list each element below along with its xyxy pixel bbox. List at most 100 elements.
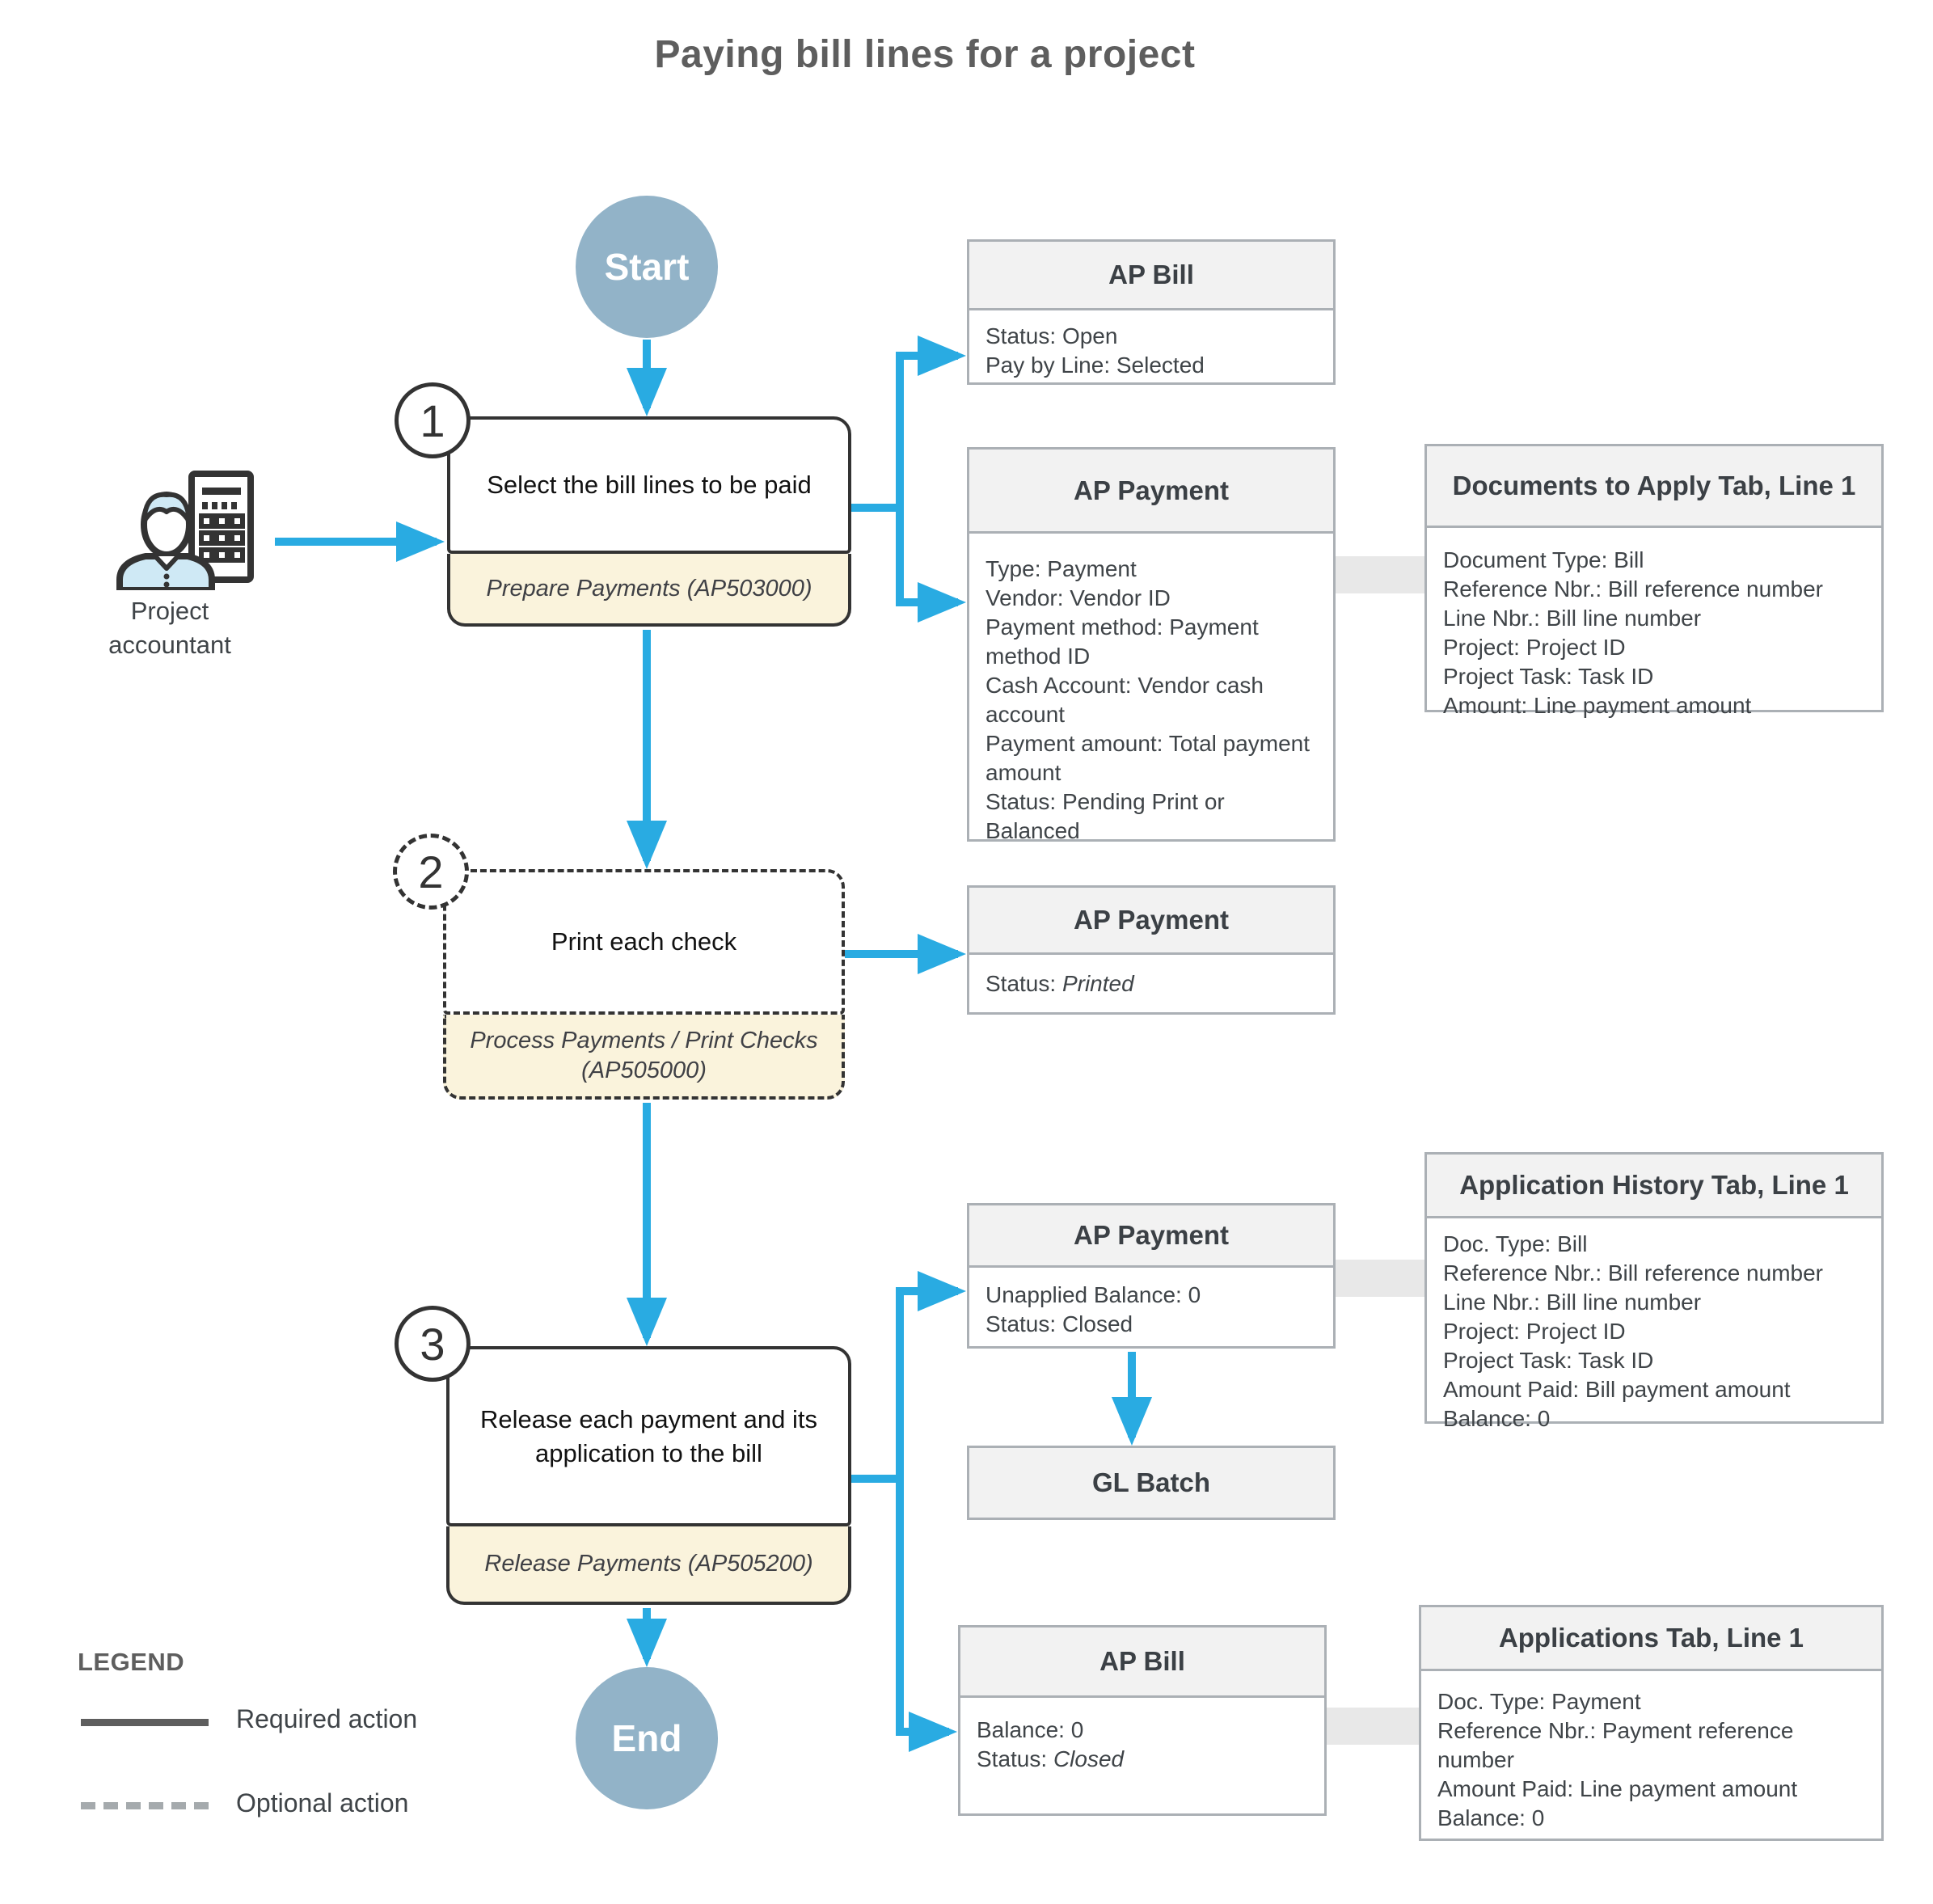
info-box-header: Documents to Apply Tab, Line 1: [1427, 446, 1881, 528]
start-label: Start: [604, 246, 690, 288]
step-1-action: Select the bill lines to be paid: [447, 416, 851, 554]
info-box-line: Status: Printed: [985, 971, 1134, 996]
info-box-gl-batch: GL Batch: [967, 1446, 1336, 1520]
info-box-title: Documents to Apply Tab, Line 1: [1452, 471, 1856, 500]
step-1-label: Select the bill lines to be paid: [487, 471, 812, 500]
page-title: Paying bill lines for a project: [654, 33, 1196, 76]
info-box-header: GL Batch: [969, 1448, 1333, 1518]
info-box-line: Reference Nbr.: Bill reference number: [1443, 1260, 1823, 1286]
info-box-line: Doc. Type: Bill: [1443, 1231, 1588, 1256]
info-box-line: Status: Open: [985, 323, 1118, 348]
step-3-label: Release each payment and its application…: [479, 1404, 818, 1467]
step-2-number-label: 2: [418, 846, 444, 897]
legend-required-label: Required action: [236, 1704, 418, 1733]
info-box-title: GL Batch: [1091, 1467, 1211, 1497]
step-3-screen-label: Release Payments (AP505200): [484, 1551, 813, 1577]
step-3-number: 3: [395, 1306, 471, 1382]
connector-ap-payment-to-application-history-tab: [1334, 1260, 1426, 1297]
legend-heading: LEGEND: [78, 1648, 185, 1676]
info-box-header: AP Payment: [969, 888, 1333, 955]
arrow-step3-to-ap-payment: [851, 1271, 966, 1483]
info-box-line: Payment method: Payment method ID: [985, 614, 1259, 669]
info-box-line: Status: Closed: [977, 1746, 1125, 1771]
info-box-line: Status: Closed: [985, 1311, 1133, 1336]
info-box-line: Document Type: Bill: [1443, 547, 1644, 572]
info-box-line: Reference Nbr.: Payment reference number: [1437, 1718, 1794, 1772]
start-terminal: Start: [576, 196, 718, 338]
info-box-body: Status: Printed: [969, 955, 1333, 998]
info-box-line: Amount: Line payment amount: [1443, 693, 1752, 718]
info-box-line: Cash Account: Vendor cash account: [985, 673, 1264, 727]
info-box-line: Amount Paid: Line payment amount: [1437, 1776, 1798, 1801]
info-box-line: Project Task: Task ID: [1443, 664, 1654, 689]
info-box-line: Project: Project ID: [1443, 635, 1626, 660]
legend-optional-line-sample: [81, 1802, 209, 1809]
info-box-title: Applications Tab, Line 1: [1498, 1623, 1804, 1653]
step-1-group: Select the bill lines to be paid Prepare…: [447, 416, 851, 627]
step-3-action: Release each payment and its application…: [446, 1346, 851, 1526]
step-1-number-label: 1: [420, 395, 445, 446]
info-box-body: Unapplied Balance: 0 Status: Closed: [969, 1268, 1333, 1339]
arrow-step3-to-ap-bill: [896, 1479, 957, 1752]
info-box-line: Type: Payment: [985, 556, 1137, 581]
step-1-number: 1: [395, 382, 471, 458]
info-box-line: Reference Nbr.: Bill reference number: [1443, 576, 1823, 602]
info-box-line: Unapplied Balance: 0: [985, 1282, 1201, 1307]
info-box-header: Application History Tab, Line 1: [1427, 1155, 1881, 1218]
actor-label: Project accountant: [108, 597, 231, 659]
info-box-line: Doc. Type: Payment: [1437, 1689, 1641, 1714]
info-box-header: AP Payment: [969, 1205, 1333, 1268]
connector-ap-bill-to-applications-tab: [1324, 1708, 1420, 1745]
project-accountant-icon: [116, 471, 254, 590]
step-2-screen: Process Payments / Print Checks (AP50500…: [443, 1015, 845, 1100]
step-3-group: Release each payment and its application…: [446, 1346, 851, 1605]
step-2-group: Print each check Process Payments / Prin…: [443, 869, 845, 1100]
arrow-step1-to-ap-bill: [851, 336, 966, 512]
info-box-applications-tab: Applications Tab, Line 1 Doc. Type: Paym…: [1419, 1605, 1884, 1841]
step-1-screen: Prepare Payments (AP503000): [447, 554, 851, 627]
info-box-title: AP Payment: [1074, 475, 1229, 505]
info-box-line: Line Nbr.: Bill line number: [1443, 1290, 1702, 1315]
info-box-title: AP Payment: [1074, 905, 1229, 935]
step-1-screen-label: Prepare Payments (AP503000): [486, 575, 812, 602]
info-box-title: AP Bill: [1108, 260, 1194, 289]
legend-required-line-sample: [81, 1719, 209, 1726]
info-box-header: AP Bill: [969, 242, 1333, 310]
info-box-title: AP Bill: [1099, 1646, 1185, 1676]
end-label: End: [611, 1717, 682, 1759]
info-box-header: AP Bill: [960, 1627, 1324, 1698]
step-2-label: Print each check: [551, 927, 737, 956]
step-2-action: Print each check: [443, 869, 845, 1015]
info-box-line: Project Task: Task ID: [1443, 1348, 1654, 1373]
legend-optional-label: Optional action: [236, 1788, 409, 1817]
info-box-header: AP Payment: [969, 450, 1333, 534]
info-box-line: Balance: 0: [1443, 1406, 1551, 1431]
info-box-ap-payment-closed: AP Payment Unapplied Balance: 0 Status: C…: [967, 1203, 1336, 1349]
info-box-title: Application History Tab, Line 1: [1459, 1170, 1849, 1200]
info-box-ap-payment-printed: AP Payment Status: Printed: [967, 885, 1336, 1015]
info-box-line: Project: Project ID: [1443, 1319, 1626, 1344]
step-3-screen: Release Payments (AP505200): [446, 1526, 851, 1605]
info-box-line: Payment amount: Total payment amount: [985, 731, 1310, 785]
step-3-number-label: 3: [420, 1318, 445, 1370]
step-2-number: 2: [393, 834, 469, 910]
end-terminal: End: [576, 1667, 718, 1809]
info-box-application-history-tab: Application History Tab, Line 1 Doc. Typ…: [1424, 1152, 1884, 1431]
info-box-line: Balance: 0: [1437, 1805, 1545, 1830]
info-box-line: Pay by Line: Selected: [985, 353, 1205, 378]
info-box-title: AP Payment: [1074, 1220, 1229, 1250]
info-box-line: Status: Pending Print or Balanced: [985, 789, 1225, 843]
info-box-header: Applications Tab, Line 1: [1421, 1607, 1881, 1671]
info-box-line: Line Nbr.: Bill line number: [1443, 606, 1702, 631]
info-box-line: Amount Paid: Bill payment amount: [1443, 1377, 1791, 1402]
